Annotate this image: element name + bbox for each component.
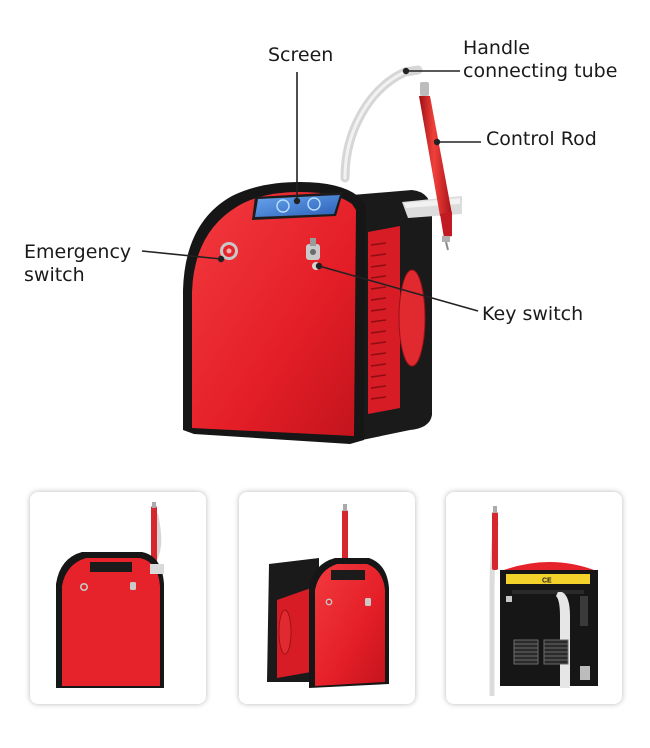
warning-label: [506, 574, 590, 584]
emergency-leader-line: [141, 250, 222, 260]
machine-front-shell: [192, 192, 356, 436]
cooling-fan-left: [513, 639, 539, 665]
side-vent-slots: [370, 242, 387, 400]
label-emergency-switch: Emergency switch: [24, 241, 131, 287]
label-handle-line-2: connecting tube: [463, 60, 618, 82]
label-screen: Screen: [268, 44, 334, 66]
label-handle-connecting-tube: Handle connecting tube: [463, 37, 617, 83]
rear-view-illustration: CE: [489, 506, 598, 696]
side-view-illustration: [267, 504, 389, 688]
label-handle-line-1: Handle: [463, 37, 531, 59]
label-control-rod: Control Rod: [486, 128, 597, 150]
label-emergency-line-2: switch: [24, 264, 85, 286]
key-switch-leader-line: [318, 265, 479, 312]
emergency-switch: [220, 242, 238, 260]
front-view-illustration: [56, 502, 164, 688]
thumbnail-front-view: [30, 492, 206, 704]
control-rod: [419, 82, 452, 251]
cooling-fan-right: [543, 639, 569, 665]
label-emergency-line-1: Emergency: [24, 241, 132, 263]
warning-label-text: CE: [542, 578, 552, 585]
label-key-switch: Key switch: [482, 303, 584, 325]
side-speaker-grille: [398, 269, 426, 367]
thumbnail-rear-view: CE: [446, 492, 622, 704]
thumbnail-side-view: [239, 492, 415, 704]
